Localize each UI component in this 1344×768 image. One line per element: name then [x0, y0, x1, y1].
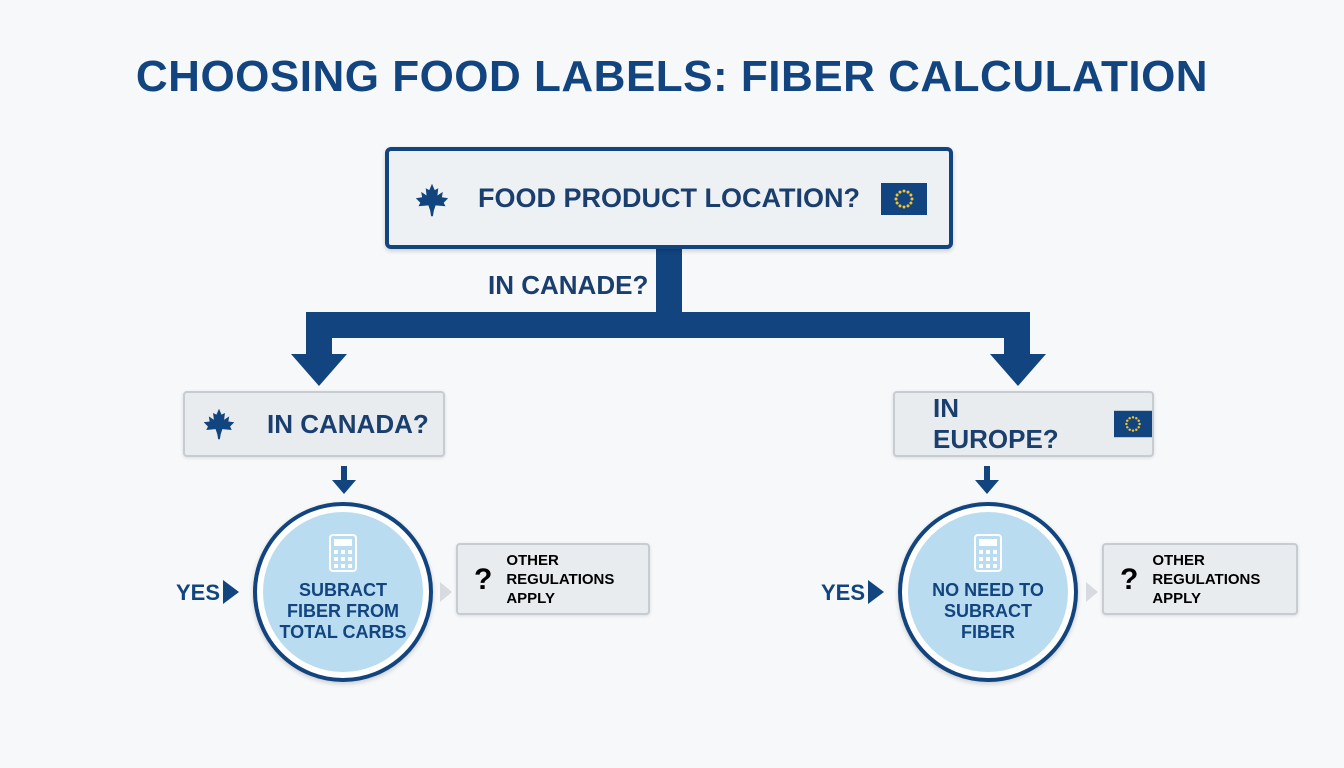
- question-mark-icon: ?: [474, 562, 493, 596]
- eu-flag-icon: [881, 183, 927, 215]
- canada-small-arrow-shaft: [341, 466, 347, 482]
- branch-bar: [306, 312, 1030, 338]
- calculator-icon: [974, 534, 1002, 572]
- canada-other-arrow: [440, 582, 452, 602]
- europe-other-arrow: [1086, 582, 1098, 602]
- canada-yes-label: YES: [176, 580, 221, 605]
- maple-leaf-icon: [415, 183, 449, 217]
- canada-other-regulations-box: ? OTHER REGULATIONS APPLY: [456, 543, 650, 615]
- europe-result-text: NO NEED TO SUBRACT FIBER: [932, 580, 1044, 642]
- left-arrowhead: [291, 354, 347, 386]
- trunk-connector: [656, 248, 682, 318]
- canada-result-text: SUBRACT FIBER FROM TOTAL CARBS: [279, 580, 407, 642]
- page-title: CHOOSING FOOD LABELS: FIBER CALCULATION: [135, 52, 1209, 101]
- question-mark-icon: ?: [1120, 562, 1139, 596]
- canada-yes-arrow: [223, 580, 239, 604]
- root-question-box: FOOD PRODUCT LOCATION?: [385, 147, 953, 249]
- root-question-label: FOOD PRODUCT LOCATION?: [478, 182, 860, 213]
- europe-yes-label: YES: [821, 580, 866, 605]
- europe-question-box: IN EUROPE?: [893, 391, 1154, 457]
- eu-flag-icon: [1114, 410, 1152, 438]
- edge-label: IN CANADE?: [488, 270, 649, 300]
- europe-small-arrow-shaft: [984, 466, 990, 482]
- europe-yes-arrow: [868, 580, 884, 604]
- europe-other-line2: REGULATIONS APPLY: [1152, 570, 1261, 607]
- canada-other-line2: REGULATIONS APPLY: [506, 570, 615, 607]
- left-drop: [306, 312, 332, 360]
- canada-question-box: IN CANADA?: [183, 391, 445, 457]
- canada-question-label: IN CANADA?: [267, 408, 429, 439]
- europe-question-label: IN EUROPE?: [933, 393, 1059, 454]
- canada-result-circle: SUBRACT FIBER FROM TOTAL CARBS: [253, 502, 433, 682]
- europe-other-regulations-box: ? OTHER REGULATIONS APPLY: [1102, 543, 1298, 615]
- europe-other-line1: OTHER: [1152, 551, 1205, 569]
- canada-small-arrow-head: [332, 480, 356, 494]
- right-arrowhead: [990, 354, 1046, 386]
- europe-result-circle: NO NEED TO SUBRACT FIBER: [898, 502, 1078, 682]
- maple-leaf-icon: [203, 408, 235, 440]
- right-drop: [1004, 312, 1030, 360]
- canada-other-line1: OTHER: [506, 551, 559, 569]
- europe-small-arrow-head: [975, 480, 999, 494]
- calculator-icon: [329, 534, 357, 572]
